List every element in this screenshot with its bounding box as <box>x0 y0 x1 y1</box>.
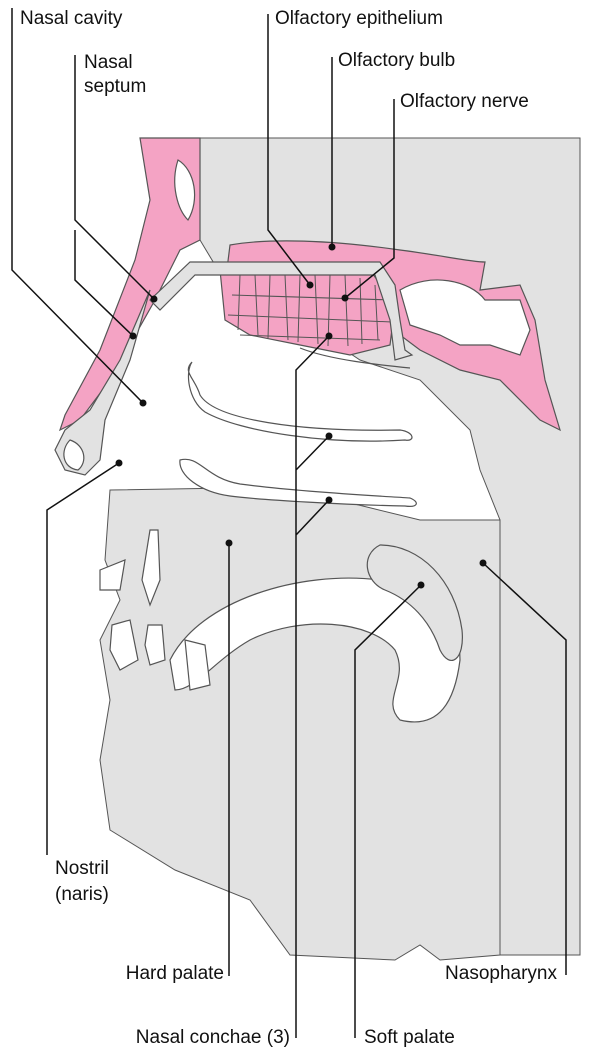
tongue-jaw-tissue <box>100 488 500 960</box>
concha-superior <box>188 362 412 441</box>
label-nasal-conchae: Nasal conchae (3) <box>136 1027 290 1049</box>
label-soft-palate: Soft palate <box>364 1027 455 1049</box>
label-nasal-septum-line2: septum <box>84 76 146 98</box>
label-nasal-cavity: Nasal cavity <box>20 8 122 30</box>
label-nasal-septum-line1: Nasal <box>84 52 133 74</box>
label-olfactory-epithelium: Olfactory epithelium <box>275 8 443 30</box>
label-nostril-line2: (naris) <box>55 884 109 906</box>
label-olfactory-bulb: Olfactory bulb <box>338 50 455 72</box>
label-hard-palate: Hard palate <box>126 963 224 985</box>
label-nasopharynx: Nasopharynx <box>445 963 557 985</box>
label-nostril-line1: Nostril <box>55 858 109 880</box>
label-olfactory-nerve: Olfactory nerve <box>400 91 529 113</box>
